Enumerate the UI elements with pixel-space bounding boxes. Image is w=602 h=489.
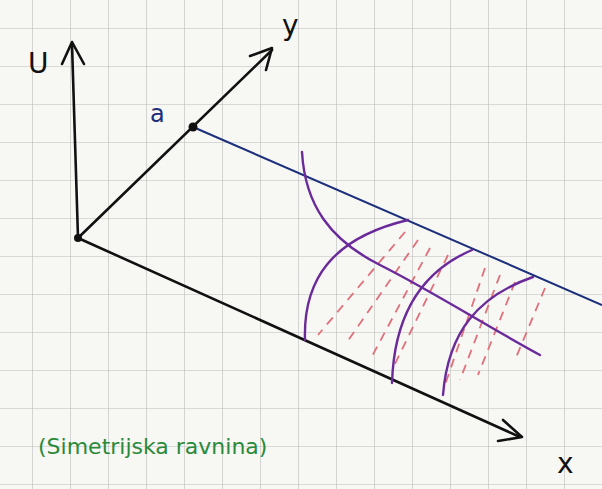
arch: [305, 220, 408, 340]
curve: [302, 152, 540, 355]
arrow-head: [250, 48, 272, 70]
y-axis: [78, 50, 272, 238]
axis-label: y: [282, 12, 299, 40]
u-axis: [72, 44, 78, 238]
arch: [392, 250, 472, 383]
axis-label: x: [557, 450, 574, 478]
note-label: (Simetrijska ravnina): [38, 436, 267, 458]
origin-dot: [74, 234, 82, 242]
hatching: [392, 255, 448, 370]
hatching: [460, 275, 500, 380]
x-axis: [78, 238, 520, 437]
point-label: a: [150, 102, 165, 126]
edge-line: [193, 127, 602, 305]
point-a: [189, 123, 198, 132]
arrow-head: [62, 42, 84, 64]
arrow-head: [498, 420, 522, 441]
axis-label: U: [28, 50, 49, 78]
arch: [443, 277, 533, 395]
